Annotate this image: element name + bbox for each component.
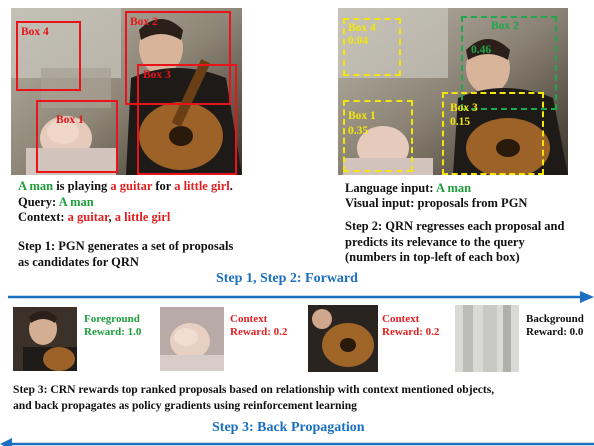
step2-line3: (numbers in top-left of each box) bbox=[345, 250, 520, 264]
reward-value: Reward: 0.0 bbox=[526, 326, 584, 338]
reward-context-1: Context Reward: 0.2 bbox=[230, 313, 287, 339]
left-box-2: Box 2 bbox=[125, 11, 231, 105]
backprop-title: Step 3: Back Propagation bbox=[212, 420, 365, 435]
thumb-background bbox=[455, 305, 519, 372]
right-box-1: Box 1 0.35 bbox=[343, 100, 413, 172]
box-label: Box 3 bbox=[143, 69, 171, 81]
visual-input-line: Visual input: proposals from PGN bbox=[345, 196, 528, 210]
language-label: Language input: bbox=[345, 181, 437, 195]
box-label: Box 4 bbox=[348, 22, 376, 34]
box-label: Box 2 bbox=[130, 16, 158, 28]
right-box-4: Box 4 0.04 bbox=[343, 18, 401, 76]
sentence-text: is playing bbox=[53, 179, 111, 193]
backprop-arrow bbox=[0, 438, 594, 446]
step3-line1: Step 3: CRN rewards top ranked proposals… bbox=[13, 383, 495, 396]
step1-line1: Step 1: PGN generates a set of proposals bbox=[18, 239, 234, 253]
box-label: Box 1 bbox=[348, 110, 376, 122]
sentence-text: . bbox=[229, 179, 233, 193]
box-label: Box 4 bbox=[21, 26, 49, 38]
box-label: Box 3 bbox=[450, 102, 478, 114]
reward-type: Context bbox=[230, 313, 268, 325]
thumb-foreground bbox=[13, 307, 77, 371]
reward-context-2: Context Reward: 0.2 bbox=[382, 313, 439, 339]
query-line: Query: A man bbox=[18, 195, 94, 210]
language-value: A man bbox=[436, 181, 472, 195]
context-value-girl: a little girl bbox=[114, 210, 171, 224]
sentence-text: for bbox=[152, 179, 175, 193]
thumb-context-guitar bbox=[308, 305, 378, 372]
box-score: 0.46 bbox=[471, 44, 492, 56]
step2-line2: predicts its relevance to the query bbox=[345, 235, 525, 249]
reward-type: Context bbox=[382, 313, 420, 325]
step2-line1: Step 2: QRN regresses each proposal and bbox=[345, 219, 565, 233]
left-box-1: Box 1 bbox=[36, 100, 118, 173]
phrase-a-guitar: a guitar bbox=[110, 179, 153, 193]
caption-sentence: A man is playing a guitar for a little g… bbox=[18, 179, 233, 194]
step1-line2: as candidates for QRN bbox=[18, 255, 139, 269]
phrase-a-little-girl: a little girl bbox=[174, 179, 230, 193]
right-scene-photo: Box 4 0.04 Box 2 0.46 Box 1 0.35 Box 3 0… bbox=[338, 8, 568, 175]
reward-value: Reward: 1.0 bbox=[84, 326, 142, 338]
reward-background: Background Reward: 0.0 bbox=[526, 313, 584, 339]
left-box-4: Box 4 bbox=[16, 21, 81, 91]
step3-line2: and back propagates as policy gradients … bbox=[13, 399, 357, 412]
forward-title: Step 1, Step 2: Forward bbox=[216, 271, 358, 286]
context-value-guitar: a guitar bbox=[67, 210, 109, 224]
box-label: Box 1 bbox=[56, 114, 84, 126]
thumb-context-girl bbox=[160, 307, 224, 371]
query-label: Query: bbox=[18, 195, 59, 209]
box-score: 0.15 bbox=[450, 116, 471, 128]
reward-type: Foreground bbox=[84, 313, 140, 325]
query-value: A man bbox=[58, 195, 94, 209]
context-label: Context: bbox=[18, 210, 68, 224]
reward-foreground: Foreground Reward: 1.0 bbox=[84, 313, 141, 339]
box-score: 0.04 bbox=[348, 35, 369, 47]
phrase-a-man: A man bbox=[18, 179, 54, 193]
left-scene-photo: Box 4 Box 2 Box 3 Box 1 bbox=[11, 8, 242, 175]
reward-type: Background bbox=[526, 313, 584, 325]
forward-arrow bbox=[8, 291, 594, 303]
reward-value: Reward: 0.2 bbox=[382, 326, 440, 338]
language-input-line: Language input: A man bbox=[345, 181, 471, 196]
right-box-3: Box 3 0.15 bbox=[442, 92, 544, 175]
reward-value: Reward: 0.2 bbox=[230, 326, 288, 338]
box-score: 0.35 bbox=[348, 125, 369, 137]
left-box-3: Box 3 bbox=[137, 64, 237, 175]
right-box-2: Box 2 0.46 bbox=[461, 16, 557, 110]
context-separator: , bbox=[108, 210, 115, 224]
box-label: Box 2 bbox=[491, 20, 519, 32]
context-line: Context: a guitar, a little girl bbox=[18, 210, 170, 225]
